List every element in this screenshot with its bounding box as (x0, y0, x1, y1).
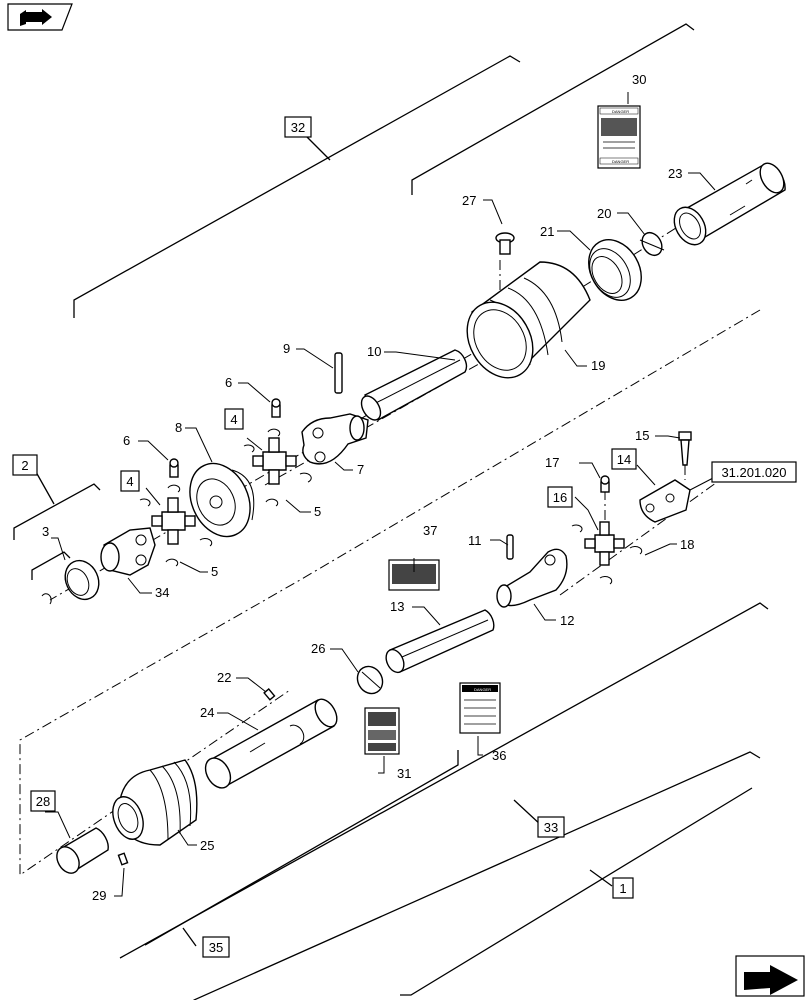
part-yoke-right (496, 548, 568, 608)
label-18: 18 (680, 537, 694, 552)
part-ring-set (41, 559, 100, 605)
part-cross-right (584, 521, 625, 566)
part-screw-29 (117, 852, 129, 866)
part-profile-tube-lower (385, 609, 495, 674)
svg-text:16: 16 (553, 490, 567, 505)
svg-text:4: 4 (126, 474, 133, 489)
part-circlips-right (571, 524, 643, 585)
label-21: 21 (540, 224, 554, 239)
decal-36-header: DANGER (474, 687, 491, 692)
label-13: 13 (390, 599, 404, 614)
part-grease-nipple-right (600, 475, 610, 493)
callout-35[interactable]: 35 (202, 936, 230, 958)
part-spring-pin-upper (334, 352, 343, 394)
callout-ref-31-201-020[interactable]: 31.201.020 (711, 461, 797, 483)
part-bearing-ring (588, 239, 642, 301)
svg-text:4: 4 (230, 412, 237, 427)
label-11: 11 (468, 533, 482, 548)
label-24: 24 (200, 705, 214, 720)
part-clip-lower (356, 665, 384, 695)
part-shear-bolt (678, 431, 692, 466)
callout-28[interactable]: 28 (30, 790, 56, 812)
part-cross-upper (252, 437, 297, 485)
part-grease-nipple-lower (169, 458, 179, 478)
label-9: 9 (283, 341, 290, 356)
part-outer-tube (673, 162, 786, 246)
label-36: 36 (492, 748, 506, 763)
label-31: 31 (397, 766, 411, 781)
label-20: 20 (597, 206, 611, 221)
label-19: 19 (591, 358, 605, 373)
label-30: 30 (632, 72, 646, 87)
decal-30-footer: DANGER (612, 159, 629, 164)
svg-text:35: 35 (209, 940, 223, 955)
svg-text:1: 1 (619, 881, 626, 896)
decal-30: DANGER DANGER (597, 105, 641, 169)
label-26: 26 (311, 641, 325, 656)
label-3: 3 (42, 524, 49, 539)
part-profile-tube-upper (360, 349, 468, 421)
label-23: 23 (668, 166, 682, 181)
part-clevis-right (639, 479, 691, 523)
svg-text:31.201.020: 31.201.020 (721, 465, 786, 480)
part-circlips-lower (139, 484, 213, 567)
leader-lines (45, 92, 716, 897)
svg-text:33: 33 (544, 820, 558, 835)
part-coupling-flange (189, 462, 255, 538)
next-page-arrow-icon[interactable] (735, 955, 805, 997)
group-bracket-lines (13, 23, 769, 1000)
part-guard-cone (466, 261, 591, 379)
svg-text:14: 14 (617, 452, 631, 467)
svg-text:32: 32 (291, 120, 305, 135)
svg-text:28: 28 (36, 794, 50, 809)
callout-16[interactable]: 16 (547, 486, 573, 508)
label-5-upper: 5 (314, 504, 321, 519)
part-sleeve (56, 827, 109, 874)
callout-1[interactable]: 1 (612, 877, 634, 899)
svg-text:2: 2 (21, 458, 28, 473)
label-7: 7 (357, 462, 364, 477)
label-22: 22 (217, 670, 231, 685)
part-screw-top (495, 232, 515, 255)
callout-32[interactable]: 32 (284, 116, 312, 138)
label-34: 34 (155, 585, 169, 600)
label-29: 29 (92, 888, 106, 903)
label-6-lower: 6 (123, 433, 130, 448)
label-25: 25 (200, 838, 214, 853)
callout-4-upper[interactable]: 4 (224, 408, 244, 430)
callout-2[interactable]: 2 (12, 454, 38, 476)
part-guard-cone-lower (112, 759, 198, 846)
part-clip-ring (639, 231, 665, 257)
label-27: 27 (462, 193, 476, 208)
label-37: 37 (423, 523, 437, 538)
label-10: 10 (367, 344, 381, 359)
label-15: 15 (635, 428, 649, 443)
decal-31 (364, 707, 400, 755)
part-inner-tube (204, 698, 338, 789)
label-17: 17 (545, 455, 559, 470)
part-screw-22 (263, 688, 276, 701)
centerlines (19, 174, 761, 876)
part-grease-nipple-upper (271, 398, 281, 418)
part-yoke-upper (301, 413, 369, 465)
callout-4-lower[interactable]: 4 (120, 470, 140, 492)
part-spring-pin-lower (506, 534, 514, 560)
label-5-lower: 5 (211, 564, 218, 579)
callout-14[interactable]: 14 (611, 448, 637, 470)
decal-37 (388, 559, 440, 591)
decal-30-header: DANGER (612, 109, 629, 114)
label-6-upper: 6 (225, 375, 232, 390)
part-cross-lower (151, 497, 196, 545)
book-arrow-icon[interactable] (7, 3, 73, 31)
label-8: 8 (175, 420, 182, 435)
label-12: 12 (560, 613, 574, 628)
part-circlips-upper (243, 428, 312, 507)
part-yoke-lower (100, 527, 156, 576)
decal-36: DANGER (459, 682, 501, 734)
callout-33[interactable]: 33 (537, 816, 565, 838)
